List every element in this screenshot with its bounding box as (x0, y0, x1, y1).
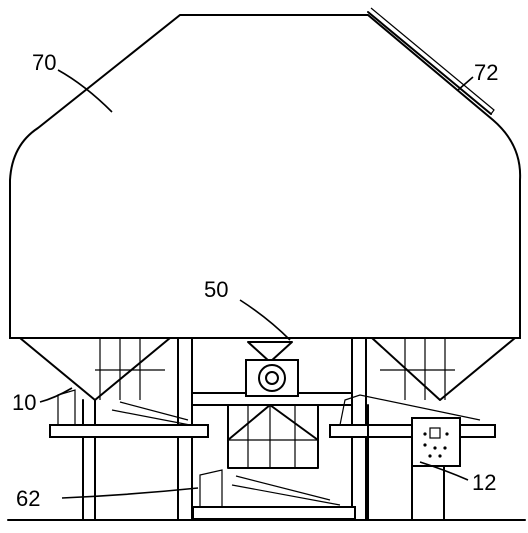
label-72: 72 (474, 60, 498, 85)
upper-housing (9, 7, 522, 339)
label-10: 10 (12, 390, 36, 415)
side-panel (367, 11, 492, 115)
label-62: 62 (16, 486, 40, 511)
leader-lines (39, 69, 474, 499)
label-12: 12 (472, 470, 496, 495)
hub-assembly (245, 341, 299, 397)
label-50: 50 (204, 277, 228, 302)
control-console (367, 404, 461, 521)
label-70: 70 (32, 50, 56, 75)
